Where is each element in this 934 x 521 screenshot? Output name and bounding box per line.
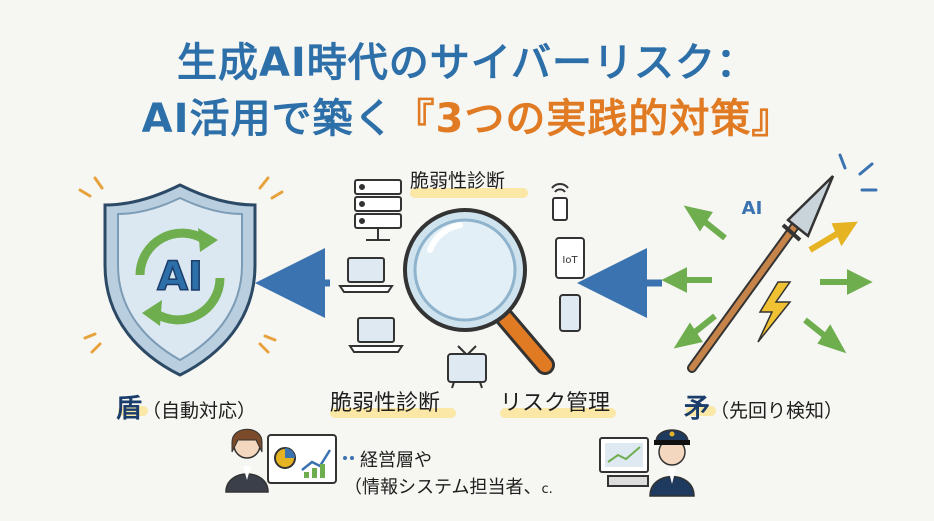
bottom-right-label-highlight	[500, 408, 616, 418]
police-officer-icon	[649, 429, 695, 497]
spear-label: 矛（先回り検知）	[684, 388, 843, 425]
spear-label-sub: （先回り検知）	[710, 400, 844, 422]
audience-trailing: c.	[541, 482, 553, 497]
spear-ai-text: AI	[742, 198, 763, 219]
phone-icon	[559, 294, 581, 332]
audience-bullet-icon	[343, 456, 354, 460]
bottom-left-label: 脆弱性診断	[330, 391, 441, 416]
audience-line-1: 経営層や	[360, 450, 432, 471]
top-label-highlight	[410, 188, 528, 198]
spear-label-highlight	[686, 406, 716, 416]
laptop-icon-2	[348, 317, 404, 353]
shield-ai-text: AI	[157, 254, 203, 300]
laptop-icon	[338, 257, 394, 293]
bottom-left-label-highlight	[330, 408, 456, 418]
shield-label-main: 盾	[116, 394, 143, 424]
tv-icon	[447, 345, 487, 389]
title-line-2-prefix: AI活用で築く	[141, 96, 395, 142]
title-line-2-highlight: 『3つの実践的対策』	[394, 96, 793, 142]
spear-label-main: 矛	[684, 394, 711, 424]
title-line-2: AI活用で築く『3つの実践的対策』	[0, 86, 934, 144]
iot-text: IoT	[562, 255, 578, 266]
woman-presenter-icon	[225, 428, 269, 493]
shield-icon: AI	[78, 176, 284, 377]
shield-label-sub: （自動対応）	[142, 400, 257, 422]
spear-icon: AI	[661, 153, 878, 373]
shield-label: 盾（自動対応）	[116, 388, 256, 425]
computer-monitor-icon	[599, 437, 649, 487]
audience-line-2: （情報システム担当者、c.	[344, 473, 553, 499]
audience-line-2-text: （情報システム担当者、	[344, 477, 542, 498]
bottom-right-label: リスク管理	[500, 391, 611, 416]
top-label: 脆弱性診断	[410, 170, 506, 192]
server-icon	[354, 179, 402, 241]
shield-label-highlight	[118, 406, 148, 416]
wifi-device-icon	[551, 183, 569, 221]
magnifier-icon	[403, 208, 555, 375]
title-line-1: 生成AI時代のサイバーリスク：	[176, 40, 758, 86]
iot-device-icon: IoT	[555, 237, 585, 279]
presentation-board-icon	[267, 434, 337, 484]
